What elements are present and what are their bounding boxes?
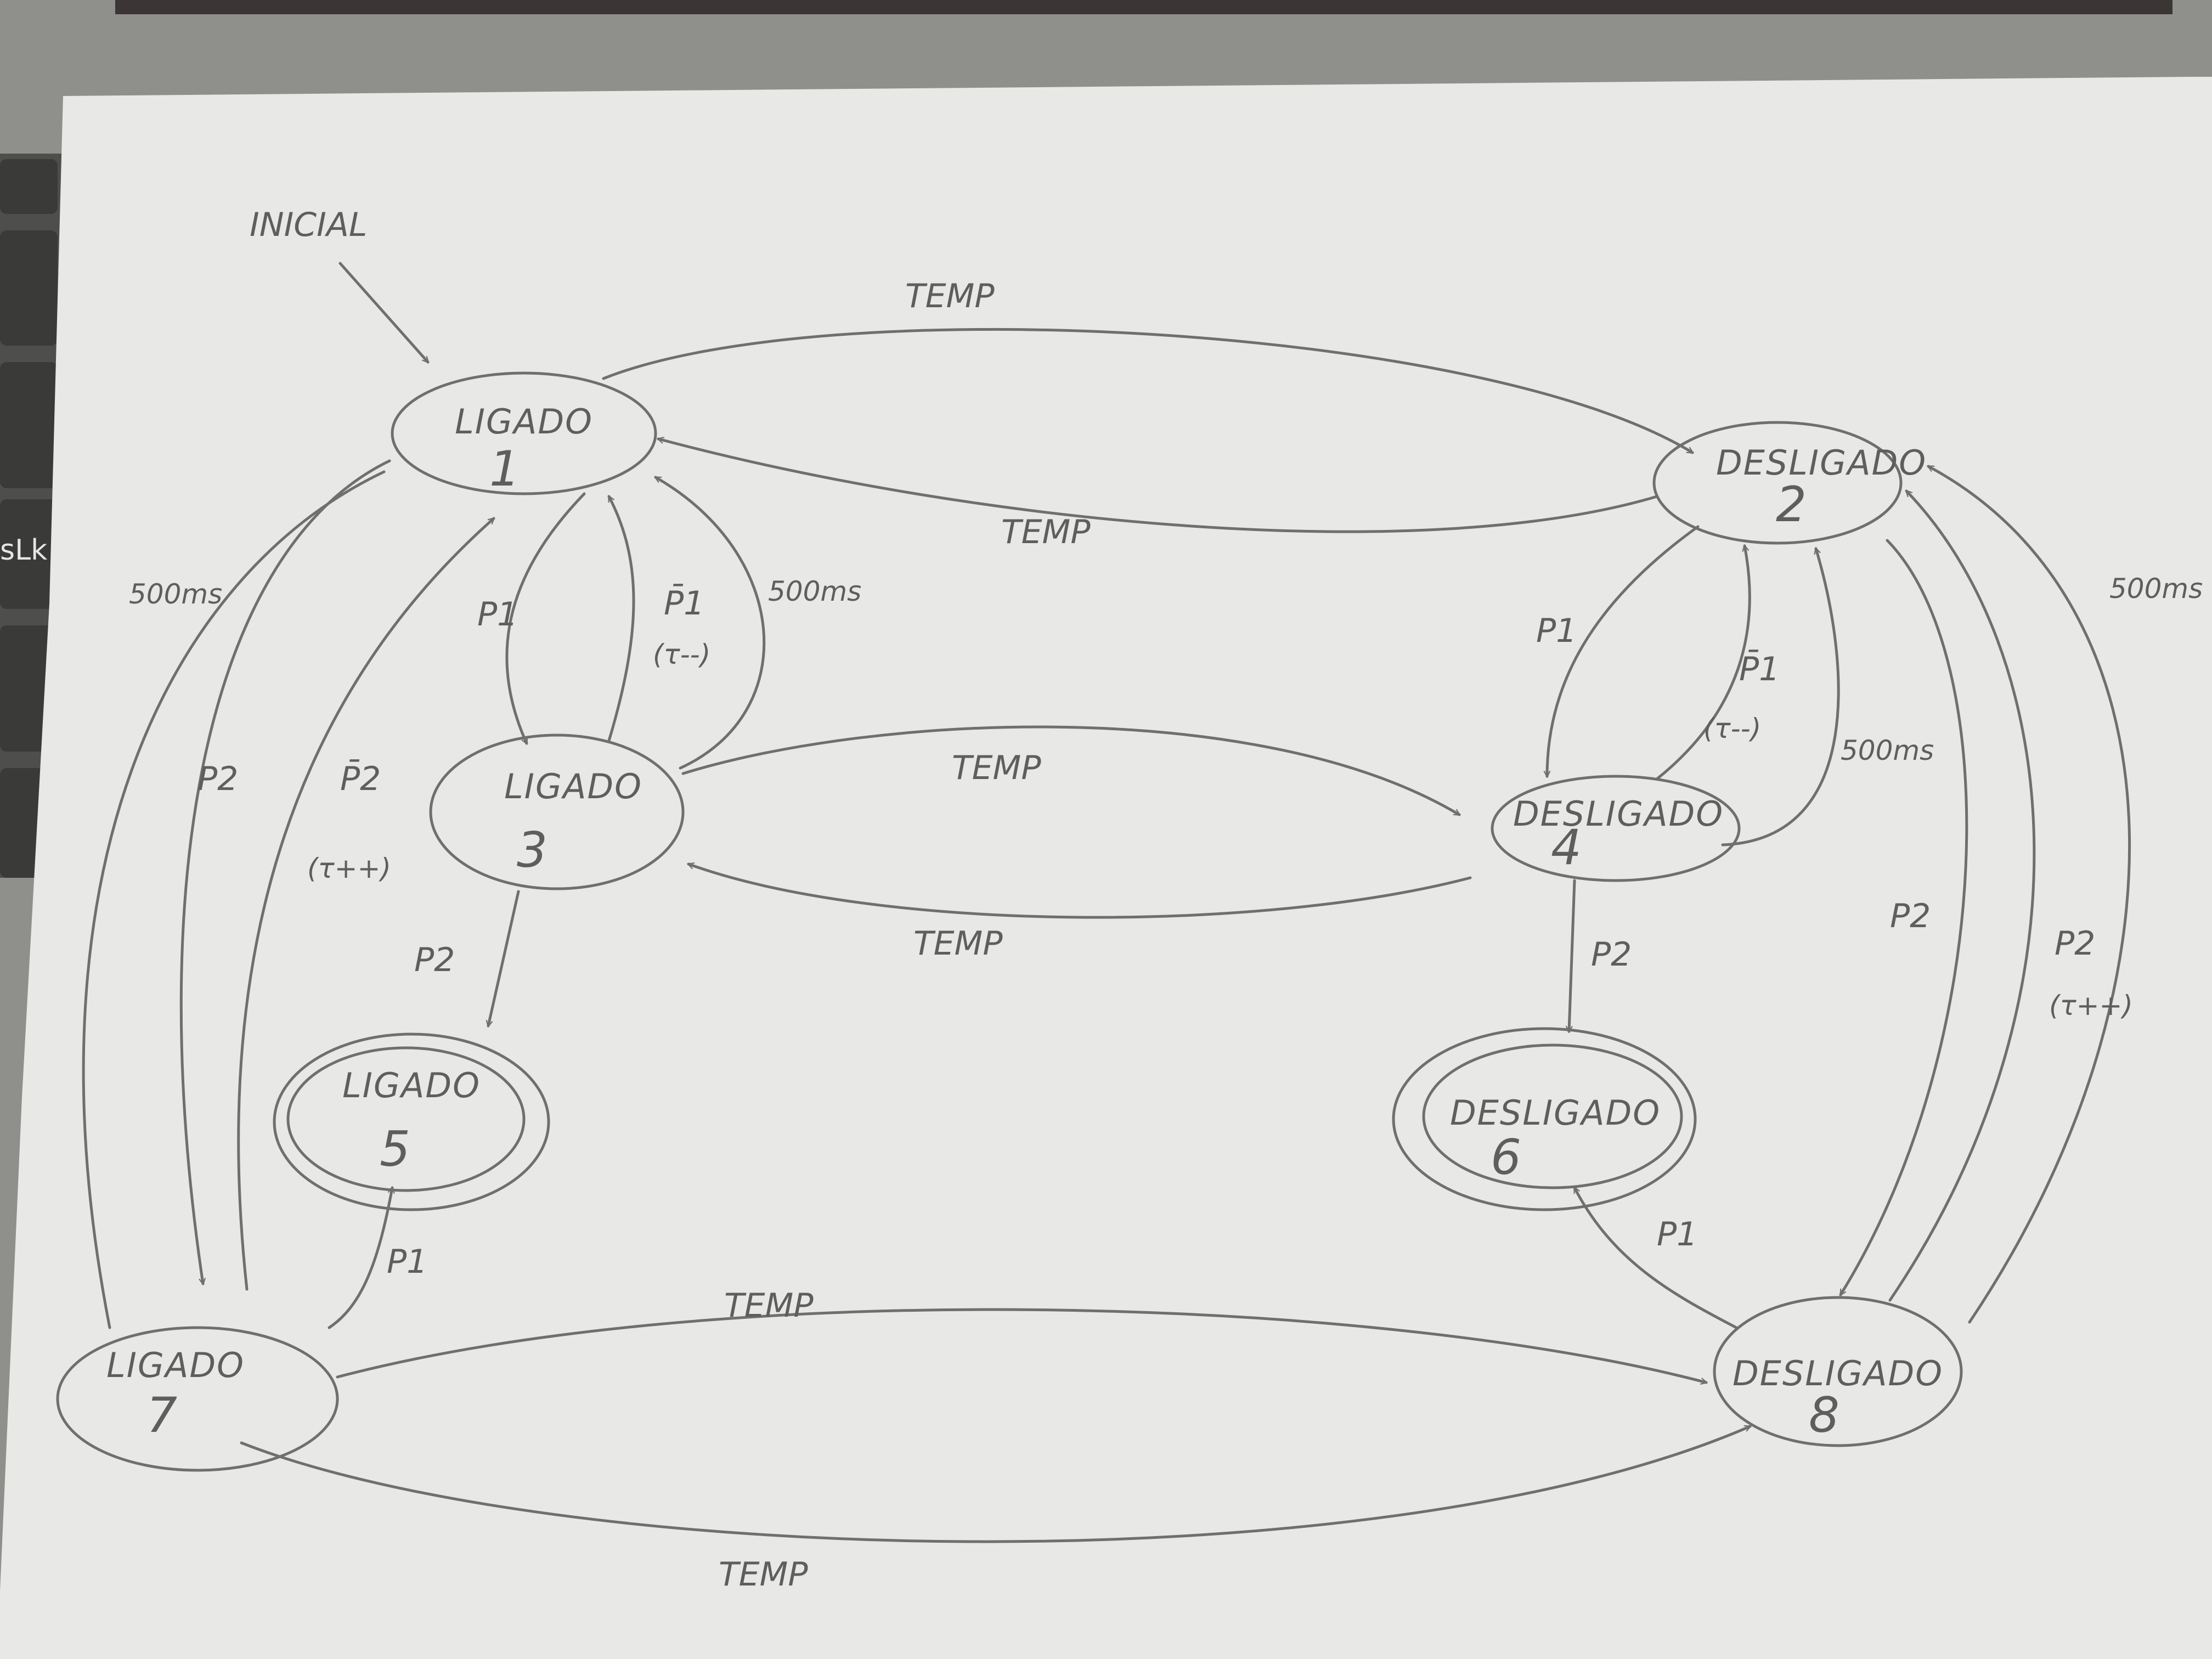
state-1: LIGADO 1	[391, 371, 657, 497]
state-5-number: 5	[380, 1121, 410, 1177]
edge-8-to-2-label-1: P2	[2055, 924, 2095, 963]
state-6: DESLIGADO 6	[1392, 1027, 1697, 1211]
edge-7-to-8-bottom-label: TEMP	[719, 1555, 808, 1594]
edge-7-to-1-label-1: P̄2	[340, 759, 381, 798]
edge-1-to-7-time: 500ms	[129, 578, 222, 610]
edge-3-to-1: P̄1 (τ--) 500ms	[607, 476, 861, 770]
state-3: LIGADO 3	[429, 733, 685, 890]
edge-3-to-4-label: TEMP	[952, 749, 1041, 787]
edge-7-to-5-label: P1	[387, 1243, 427, 1281]
state-8: DESLIGADO 8	[1713, 1296, 1963, 1447]
edge-2-to-1-label: TEMP	[1001, 513, 1091, 551]
edge-1-to-7: 500ms P2	[82, 459, 391, 1329]
state-8-number: 8	[1809, 1387, 1839, 1443]
edge-3-to-5-label: P2	[414, 941, 455, 979]
edge-8-to-6-label: P1	[1657, 1215, 1697, 1254]
state-1-name: LIGADO	[455, 402, 593, 442]
state-8-name: DESLIGADO	[1733, 1353, 1943, 1393]
key-3	[0, 362, 58, 488]
state-7: LIGADO 7	[56, 1326, 339, 1472]
edge-8-to-2-label-2: (τ++)	[2049, 990, 2133, 1022]
edge-8-to-2-time: 500ms	[2109, 573, 2203, 605]
edge-7-to-8-top-label: TEMP	[724, 1286, 814, 1325]
edge-4-to-2: P̄1 (τ--) 500ms	[1655, 546, 1934, 847]
edge-4-to-6: P2	[1569, 879, 1632, 1031]
edge-2-to-4: P1	[1536, 525, 1700, 776]
key-4	[0, 499, 58, 609]
edge-3-to-5: P2	[414, 890, 520, 1026]
edge-4-to-2-label-1: P̄1	[1739, 649, 1780, 689]
state-2: DESLIGADO 2	[1652, 421, 1927, 545]
state-4-number: 4	[1551, 819, 1582, 876]
edge-8-to-6: P1	[1573, 1188, 1738, 1329]
edge-7-to-8-bottom: TEMP	[240, 1425, 1750, 1594]
edge-4-to-2-time: 500ms	[1841, 735, 1934, 766]
initial-arrow: INICIAL	[250, 206, 430, 362]
edge-3-to-1-time: 500ms	[768, 575, 861, 607]
state-7-name: LIGADO	[106, 1345, 245, 1385]
edge-2-to-4-label: P1	[1536, 612, 1577, 650]
edge-2-to-8-label: P2	[1890, 897, 1931, 935]
state-4: DESLIGADO 4	[1491, 775, 1741, 882]
edge-8-to-2: P2 (τ++) 500ms	[1888, 465, 2203, 1324]
edge-1-to-3: P1	[477, 492, 586, 743]
edge-4-to-2-label-2: (τ--)	[1703, 713, 1761, 744]
edge-3-to-1-label-1: P̄1	[664, 583, 704, 623]
key-label: sLk	[0, 534, 47, 567]
initial-label: INICIAL	[250, 206, 367, 244]
edge-1-to-7-label: P2	[198, 760, 238, 798]
state-7-number: 7	[146, 1387, 177, 1443]
key-1	[0, 159, 58, 214]
state-6-number: 6	[1491, 1129, 1521, 1186]
state-6-name: DESLIGADO	[1450, 1093, 1661, 1133]
edge-7-to-5: P1	[328, 1188, 427, 1329]
key-2	[0, 230, 58, 346]
state-3-name: LIGADO	[504, 766, 642, 806]
state-4-name: DESLIGADO	[1513, 794, 1724, 834]
screen-edge	[115, 0, 2172, 14]
edge-2-to-1: TEMP	[658, 439, 1658, 551]
edge-7-to-1: P̄2 (τ++)	[237, 517, 494, 1291]
edge-7-to-8-top: TEMP	[336, 1286, 1706, 1383]
state-2-number: 2	[1776, 476, 1807, 533]
edge-7-to-1-label-2: (τ++)	[307, 853, 391, 884]
edge-3-to-1-label-2: (τ--)	[653, 639, 710, 670]
state-5-name: LIGADO	[342, 1065, 481, 1105]
paper-sheet	[0, 77, 2212, 1659]
state-3-number: 3	[517, 822, 548, 878]
edge-4-to-6-label: P2	[1591, 935, 1632, 974]
edge-1-to-3-label: P1	[477, 595, 518, 634]
edge-1-to-2: TEMP	[602, 277, 1692, 454]
edge-1-to-2-label: TEMP	[905, 277, 995, 315]
edge-4-to-3-label: TEMP	[913, 924, 1003, 963]
edge-4-to-3: TEMP	[689, 864, 1472, 963]
edge-3-to-4: TEMP	[681, 725, 1459, 816]
state-5: LIGADO 5	[273, 1032, 550, 1211]
state-2-name: DESLIGADO	[1716, 443, 1927, 483]
edge-2-to-8: P2	[1839, 539, 1968, 1295]
state-1-number: 1	[489, 441, 520, 497]
